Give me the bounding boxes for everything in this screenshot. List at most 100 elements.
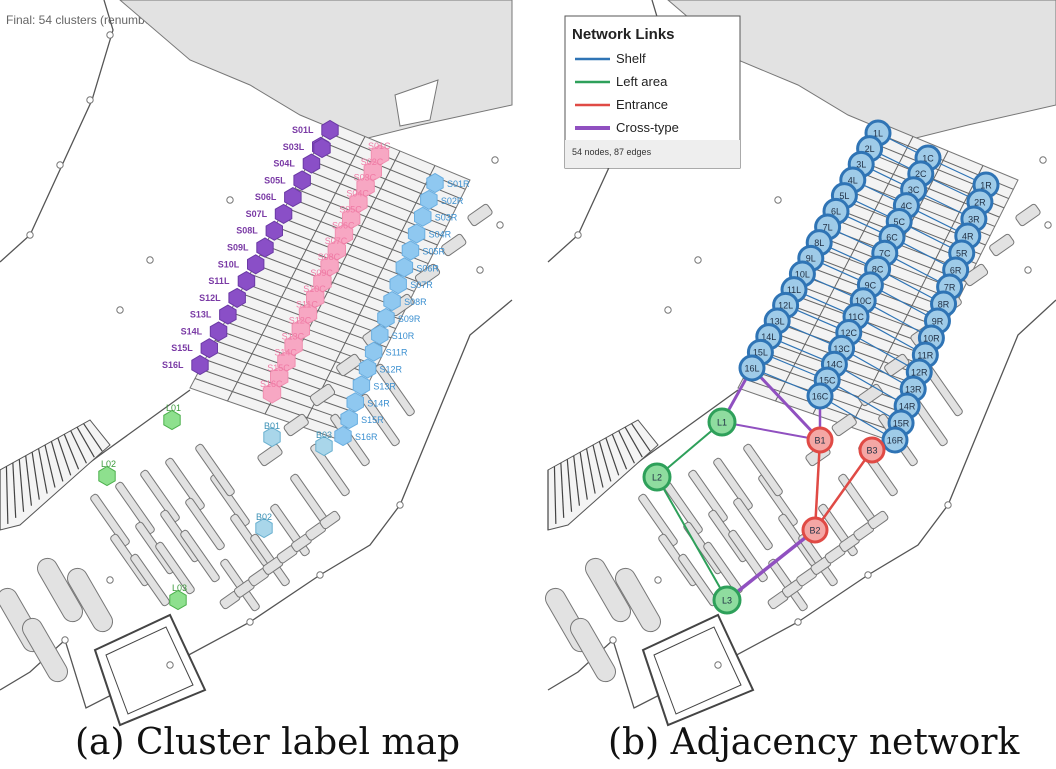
cluster-node-right — [420, 189, 438, 210]
stair-step — [83, 423, 103, 452]
cluster-node-right — [334, 425, 352, 447]
cluster-node-right — [383, 291, 401, 312]
cluster-node-right — [358, 358, 377, 379]
cluster-label-center: S10C — [303, 284, 326, 294]
node-entrance-label: B1 — [814, 435, 825, 445]
cluster-label-center: S02C — [361, 157, 384, 167]
couch — [67, 567, 113, 633]
node-shelf-left-label: 16L — [744, 363, 759, 373]
panel-b-network: 1L2L3L4L5L6L7L8L9L10L11L12L13L14L15L16L1… — [545, 0, 1056, 727]
chair-pair — [319, 510, 341, 530]
cluster-label-center: S12C — [289, 316, 312, 326]
node-shelf-center-label: 14C — [826, 360, 843, 370]
rack-aisle — [850, 165, 984, 428]
node-area — [712, 585, 742, 615]
legend-item-label: Entrance — [616, 97, 668, 112]
legend-item-label: Cross-type — [616, 120, 679, 135]
table — [185, 497, 225, 551]
stair-step — [31, 452, 40, 500]
cluster-label-left: S11L — [208, 276, 230, 286]
cluster-label-right: S02R — [441, 196, 464, 206]
node-shelf-right-label: 7R — [944, 282, 956, 292]
wall-post — [396, 501, 404, 509]
edge-shelf — [819, 395, 896, 441]
node-shelf-center-label: 2C — [915, 169, 927, 179]
table — [758, 473, 798, 527]
wall-post — [944, 501, 952, 509]
node-shelf-left-label: 9L — [806, 254, 816, 264]
node-shelf-center-label: 1C — [922, 153, 934, 163]
couch — [585, 557, 631, 623]
cluster-node-left — [302, 153, 321, 174]
cluster-label-left: S14L — [181, 326, 203, 336]
stair-step — [579, 452, 588, 500]
cluster-nodes: S01LS03LS04LS05LS06LS07LS08LS09LS10LS11L… — [98, 119, 470, 611]
stair-step — [18, 459, 25, 512]
wall-post — [694, 256, 702, 264]
wall-post — [654, 576, 662, 584]
table — [638, 493, 678, 547]
couch — [37, 557, 83, 623]
table — [130, 553, 170, 607]
stair-step — [585, 448, 596, 494]
chair-pair — [989, 233, 1015, 257]
stair-step — [566, 459, 573, 512]
node-shelf-left-label: 15L — [753, 348, 768, 358]
node-shelf-right-label: 2R — [974, 197, 986, 207]
rack-aisle — [775, 136, 914, 402]
node-area-label: L3 — [722, 595, 732, 605]
node-shelf-center-label: 8C — [872, 264, 884, 274]
node-shelf-right-label: 15R — [893, 418, 910, 428]
stairs-b — [547, 419, 659, 531]
wall-post — [714, 661, 722, 669]
cluster-label-right: S03R — [435, 213, 458, 223]
node-area-label: L1 — [717, 417, 727, 427]
node-shelf-right — [881, 426, 909, 454]
cluster-node-area — [163, 409, 181, 431]
cluster-label-entrance: B03 — [316, 430, 332, 440]
wall-post — [1039, 156, 1047, 164]
cluster-label-right: S16R — [355, 432, 378, 442]
node-shelf-center-label: 4C — [901, 201, 913, 211]
table — [155, 541, 195, 595]
wall-post — [146, 256, 154, 264]
wall-post — [574, 231, 582, 239]
node-shelf-right-label: 3R — [968, 214, 980, 224]
cluster-node-right — [352, 375, 371, 396]
cluster-label-center: S06C — [332, 220, 355, 230]
node-shelf-left-label: 5L — [839, 191, 849, 201]
cluster-label-right: S01R — [447, 179, 470, 189]
cluster-label-left: S15L — [171, 343, 193, 353]
legend-item-label: Shelf — [616, 51, 646, 66]
cluster-label-area: L03 — [172, 583, 187, 593]
node-shelf-center-label: 6C — [886, 233, 898, 243]
cluster-label-right: S07R — [410, 280, 433, 290]
table — [688, 469, 728, 523]
node-shelf-left-label: 7L — [823, 222, 833, 232]
table — [180, 529, 220, 583]
legend-footer: 54 nodes, 87 edges — [572, 147, 652, 157]
cluster-node-left — [247, 254, 265, 275]
doorway-inner — [653, 626, 742, 715]
cluster-node-right — [346, 392, 364, 413]
cluster-node-left — [293, 170, 311, 191]
cluster-node-left — [191, 354, 209, 376]
node-shelf-right-label: 13R — [905, 384, 922, 394]
wall-post — [864, 571, 872, 579]
table — [663, 481, 703, 535]
node-shelf-center-label: 15C — [819, 376, 836, 386]
stairs-outline — [547, 419, 659, 531]
node-shelf-center-label: 13C — [833, 344, 850, 354]
node-shelf-right-label: 16R — [887, 435, 904, 445]
cluster-label-left: S12L — [199, 293, 221, 303]
wall-post — [246, 618, 254, 626]
chair-pair — [962, 263, 989, 287]
cluster-node-left — [228, 287, 246, 308]
edge-entrance — [813, 439, 822, 531]
cluster-label-right: S04R — [429, 230, 452, 240]
cluster-node-left — [265, 220, 283, 241]
cluster-label-center: S13C — [282, 331, 305, 341]
legend-footer-bg — [565, 140, 740, 168]
